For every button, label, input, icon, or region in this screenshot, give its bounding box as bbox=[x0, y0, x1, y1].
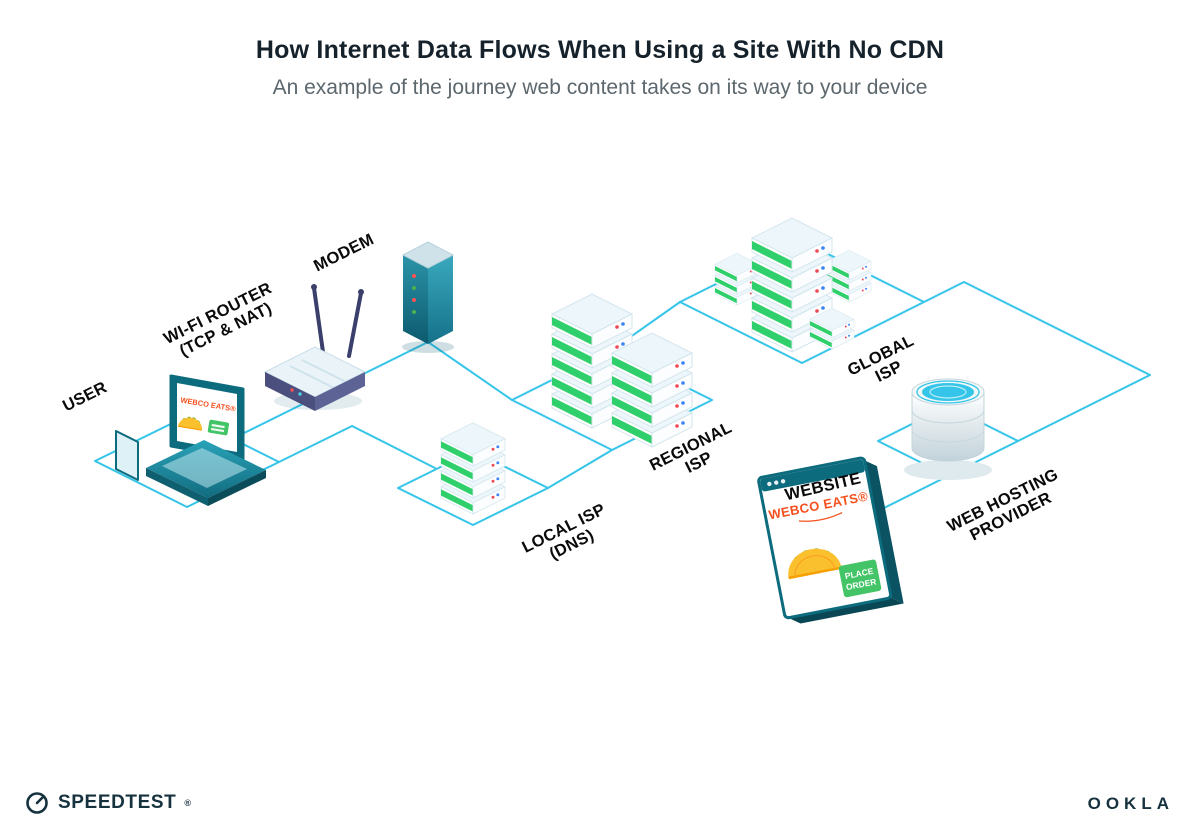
laptop-screen bbox=[177, 383, 237, 452]
ookla-logo: OOKLA bbox=[1087, 794, 1174, 813]
taco-icon bbox=[788, 548, 842, 580]
speedtest-gauge-icon bbox=[26, 792, 48, 814]
user-to-local-isp-line bbox=[278, 425, 436, 469]
browser-dot-icon bbox=[767, 481, 772, 487]
speedtest-logo: SPEEDTEST ® bbox=[24, 790, 191, 816]
speedtest-registered-mark: ® bbox=[184, 798, 192, 808]
phone-icon bbox=[115, 430, 139, 481]
browser-header-bar bbox=[760, 459, 865, 492]
laptop-keyboard bbox=[162, 448, 247, 488]
page-title: How Internet Data Flows When Using a Sit… bbox=[255, 36, 945, 64]
hosting-database-illustration bbox=[904, 378, 992, 480]
browser-dot-icon bbox=[780, 479, 786, 484]
place-order-button bbox=[838, 559, 882, 598]
website-window-illustration: WEBCO EATS® PLACE ORDER bbox=[757, 456, 904, 624]
local-to-regional-line bbox=[547, 449, 613, 489]
page-subtitle: An example of the journey web content ta… bbox=[272, 76, 928, 99]
modem-illustration bbox=[401, 241, 455, 353]
local-isp-servers bbox=[440, 422, 506, 515]
laptop-illustration: WEBCO EATS® bbox=[115, 374, 266, 506]
router-illustration bbox=[263, 284, 367, 411]
router-antenna-icon bbox=[347, 291, 363, 358]
laptop-taco-icon bbox=[177, 416, 202, 431]
speedtest-wordmark: SPEEDTEST bbox=[58, 792, 177, 813]
global-to-hosting-line bbox=[923, 281, 1151, 442]
router-antenna-icon bbox=[312, 286, 325, 354]
browser-dot-icon bbox=[774, 480, 779, 485]
regional-isp-servers bbox=[551, 293, 693, 448]
